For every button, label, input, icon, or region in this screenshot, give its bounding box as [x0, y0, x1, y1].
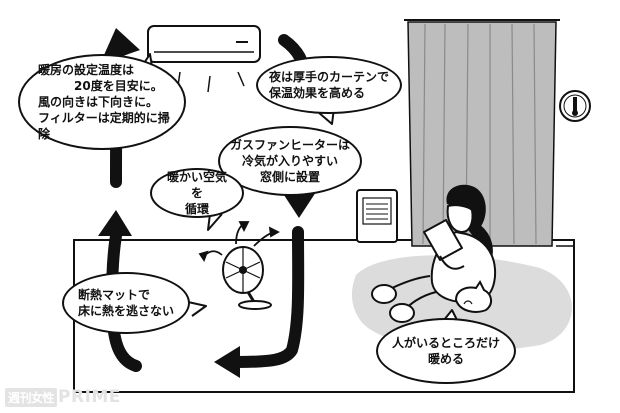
callout-gas-fan-heater-text: ガスファンヒーターは 冷気が入りやすい 窓側に設置 [230, 138, 351, 184]
watermark-brand: PRIME [58, 387, 121, 407]
curtain [404, 19, 560, 247]
air-conditioner [147, 25, 261, 93]
publisher-watermark: 週刊女性 PRIME [5, 387, 121, 407]
woman-reading-tablet [371, 184, 497, 323]
callout-spot-heating-text: 人がいるところだけ 暖める [391, 336, 500, 366]
callout-heater-settings: 暖房の設定温度は 20度を目安に。 風の向きは下向きに。 フィルターは定期的に掃… [18, 54, 186, 150]
watermark-publisher: 週刊女性 [5, 387, 58, 407]
circulator-fan [222, 246, 272, 310]
callout-curtain: 夜は厚手のカーテンで 保温効果を高める [256, 56, 402, 114]
callout-insulation-mat: 断熱マットで 床に熱を逃さない [62, 272, 190, 334]
callout-curtain-text: 夜は厚手のカーテンで 保温効果を高める [268, 70, 389, 100]
gas-fan-heater [356, 189, 398, 243]
cat [454, 280, 492, 313]
callout-gas-fan-heater: ガスファンヒーターは 冷気が入りやすい 窓側に設置 [218, 126, 362, 196]
callout-warm-air-text: 暖かい空気を 循環 [166, 170, 227, 216]
thermometer-icon [559, 90, 591, 122]
fan-airflow-arrows [198, 221, 280, 262]
callout-spot-heating: 人がいるところだけ 暖める [376, 318, 516, 384]
callout-heater-settings-text: 暖房の設定温度は 20度を目安に。 風の向きは下向きに。 フィルターは定期的に掃… [38, 63, 170, 141]
callout-insulation-mat-text: 断熱マットで 床に熱を逃さない [77, 288, 174, 318]
callout-warm-air: 暖かい空気を 循環 [150, 168, 244, 218]
